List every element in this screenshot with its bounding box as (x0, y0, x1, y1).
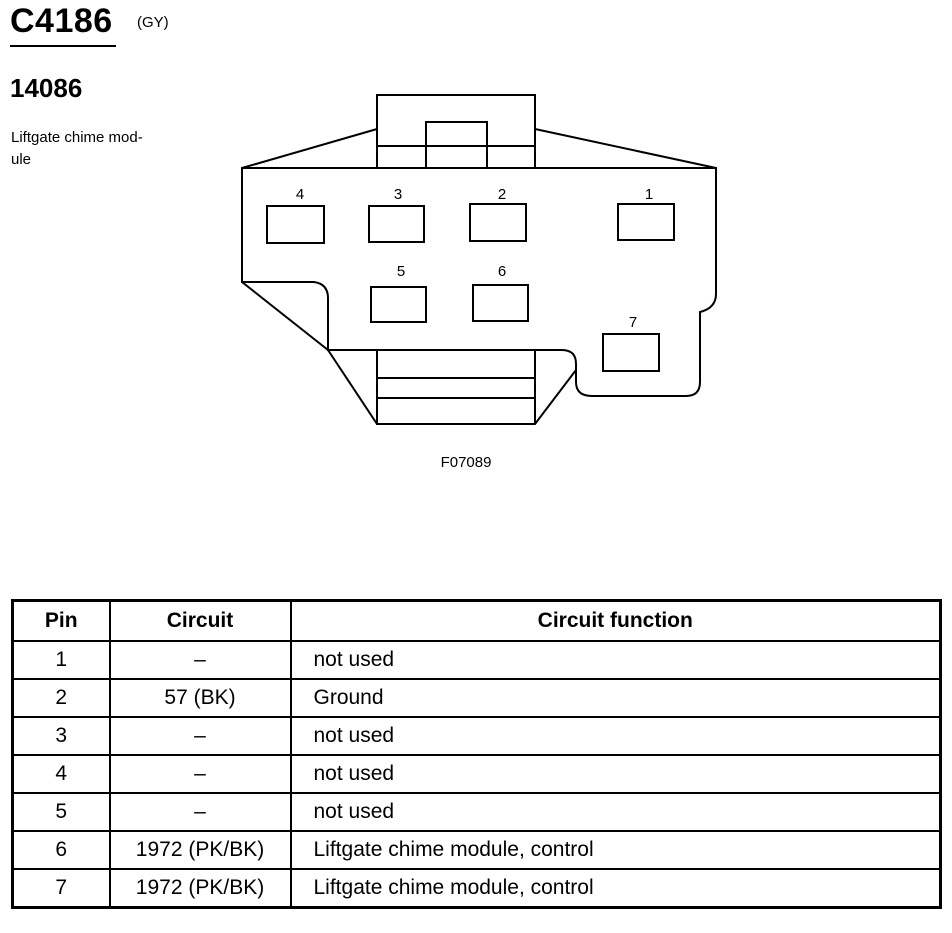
pin-cavity-7 (602, 333, 660, 372)
row-function: not used (289, 716, 942, 756)
connector-id-underline (10, 45, 116, 47)
pin-label-7: 7 (629, 314, 637, 331)
row-pin: 4 (11, 754, 111, 794)
connector-chamfer-left-bottom (327, 349, 378, 425)
figure-code: F07089 (441, 454, 492, 471)
row-circuit: – (108, 640, 292, 680)
pin-cavity-5 (370, 286, 427, 323)
row-pin: 7 (11, 868, 111, 909)
row-circuit: – (108, 716, 292, 756)
row-circuit: 1972 (PK/BK) (108, 830, 292, 870)
row-circuit: 1972 (PK/BK) (108, 868, 292, 909)
row-pin: 2 (11, 678, 111, 718)
table-row: 6 1972 (PK/BK) Liftgate chime module, co… (11, 830, 942, 870)
part-description: Liftgate chime mod- ule (11, 127, 181, 171)
pin-cavity-3 (368, 205, 425, 243)
row-function: Liftgate chime module, control (289, 830, 942, 870)
pin-label-1: 1 (645, 186, 653, 203)
pin-label-5: 5 (397, 263, 405, 280)
pin-cavity-6 (472, 284, 529, 322)
row-circuit: – (108, 792, 292, 832)
row-function: not used (289, 640, 942, 680)
row-function: Ground (289, 678, 942, 718)
table-row: 1 – not used (11, 640, 942, 680)
row-pin: 3 (11, 716, 111, 756)
connector-face-diagram: 1 2 3 4 5 6 7 F07089 (241, 94, 717, 471)
connector-id: C4186 (10, 2, 113, 40)
table-row: 2 57 (BK) Ground (11, 678, 942, 718)
pin-label-2: 2 (498, 186, 506, 203)
pinout-header-row: Pin Circuit Circuit function (11, 599, 942, 642)
connector-chamfer-left-top (241, 281, 329, 351)
header-circuit: Circuit (108, 599, 292, 642)
pin-cavity-2 (469, 203, 527, 242)
table-row: 5 – not used (11, 792, 942, 832)
part-description-text: Liftgate chime mod- ule (11, 129, 143, 168)
table-row: 3 – not used (11, 716, 942, 756)
row-function: not used (289, 754, 942, 794)
row-function: not used (289, 792, 942, 832)
row-circuit: – (108, 754, 292, 794)
row-pin: 1 (11, 640, 111, 680)
header-circuit-function: Circuit function (289, 599, 942, 642)
table-row: 4 – not used (11, 754, 942, 794)
pin-label-4: 4 (296, 186, 304, 203)
header-pin: Pin (11, 599, 111, 642)
connector-top-tab (376, 94, 536, 169)
connector-bottom-key (376, 350, 577, 425)
connector-body-outline (241, 167, 717, 397)
connector-flange-left (241, 128, 378, 169)
row-pin: 5 (11, 792, 111, 832)
table-row: 7 1972 (PK/BK) Liftgate chime module, co… (11, 868, 942, 909)
pin-cavity-1 (617, 203, 675, 241)
row-pin: 6 (11, 830, 111, 870)
pinout-table: Pin Circuit Circuit function 1 – not use… (11, 599, 942, 909)
pin-cavity-4 (266, 205, 325, 244)
part-number: 14086 (10, 73, 83, 103)
connector-flange-right (534, 128, 717, 169)
color-code: (GY) (137, 14, 169, 31)
pin-label-3: 3 (394, 186, 402, 203)
row-circuit: 57 (BK) (108, 678, 292, 718)
row-function: Liftgate chime module, control (289, 868, 942, 909)
pin-label-6: 6 (498, 263, 506, 280)
